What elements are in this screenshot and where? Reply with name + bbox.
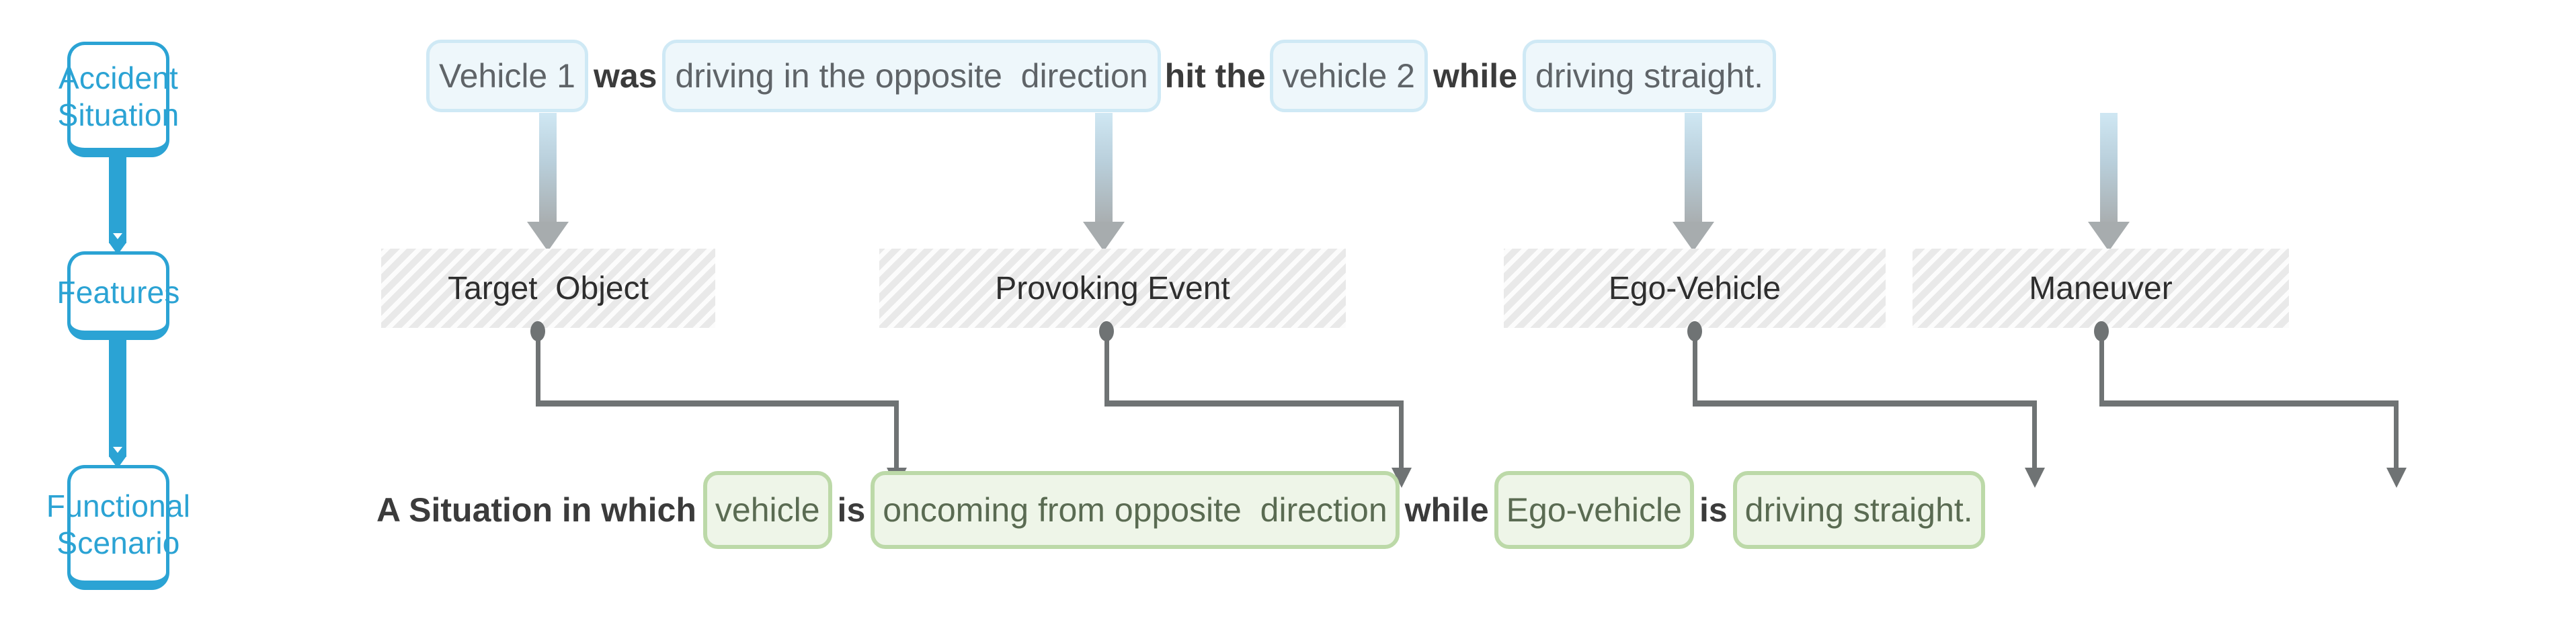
rail-connector-2 (109, 340, 126, 468)
feature-box-provoking-event[interactable]: Provoking Event (879, 249, 1346, 328)
rail-label-accident-situation: Accident Situation (57, 60, 179, 132)
rail-box-functional-scenario: Functional Scenario (46, 465, 190, 590)
accident-token-provoking-event[interactable]: driving in the opposite direction (662, 40, 1161, 112)
rail-connector-1 (109, 157, 126, 255)
connector-arrowhead (2386, 468, 2407, 488)
arrow-provoking-event (1082, 113, 1125, 251)
functional-token-a-situation-in-which: A Situation in which (376, 491, 696, 529)
arrow-head (1673, 222, 1714, 251)
accident-token-target-object[interactable]: Vehicle 1 (426, 40, 588, 112)
feature-box-ego-vehicle[interactable]: Ego-Vehicle (1504, 249, 1886, 328)
arrow-shaft (1685, 113, 1702, 223)
arrow-ego-vehicle (1672, 113, 1715, 251)
arrow-target-object (526, 113, 569, 251)
accident-token-maneuver[interactable]: driving straight. (1523, 40, 1777, 112)
connector-segment-vertical-top (1104, 331, 1109, 403)
arrow-head (2088, 222, 2130, 251)
functional-token-oncoming-from-opposite-direction[interactable]: oncoming from opposite direction (871, 471, 1400, 549)
connector-segment-vertical-bottom (894, 400, 899, 470)
functional-token-ego-vehicle[interactable]: Ego-vehicle (1494, 471, 1694, 549)
functional-token-while: while (1404, 491, 1489, 529)
functional-token-driving-straight[interactable]: driving straight. (1732, 471, 1985, 549)
rail-connector-1-notch (113, 233, 122, 239)
arrow-shaft (539, 113, 557, 223)
feature-label: Maneuver (2029, 270, 2173, 306)
feature-label: Ego-Vehicle (1608, 270, 1781, 306)
feature-label: Provoking Event (995, 270, 1230, 306)
accident-situation-sentence: Vehicle 1 was driving in the opposite di… (426, 39, 1777, 113)
accident-token-while: while (1433, 57, 1518, 95)
connector-segment-horizontal (536, 400, 899, 407)
connector-segment-vertical-bottom (2394, 400, 2399, 470)
rail-label-features: Features (56, 275, 180, 310)
connector-segment-horizontal (2099, 400, 2399, 407)
accident-token-was: was (593, 57, 657, 95)
accident-token-hit-the: hit the (1164, 57, 1266, 95)
rail-box-features: Features (56, 251, 179, 340)
functional-scenario-sentence: A Situation in which vehicle is oncoming… (376, 470, 1985, 550)
feature-box-maneuver[interactable]: Maneuver (1913, 249, 2289, 328)
connector-segment-vertical-top (536, 331, 540, 403)
functional-token-vehicle[interactable]: vehicle (702, 471, 832, 549)
rail-box-accident-situation: Accident Situation (58, 42, 179, 157)
connector-segment-horizontal (1104, 400, 1404, 407)
feature-box-target-object[interactable]: Target Object (381, 249, 715, 328)
functional-token-is-2: is (1699, 491, 1728, 529)
arrow-shaft (1095, 113, 1113, 223)
connector-segment-vertical-top (1693, 331, 1697, 403)
arrow-maneuver (2087, 113, 2130, 251)
accident-token-ego-vehicle[interactable]: vehicle 2 (1269, 40, 1428, 112)
arrow-head (1083, 222, 1125, 251)
rail-connector-2-notch (113, 447, 122, 453)
connector-arrowhead (2025, 468, 2045, 488)
functional-token-is-1: is (837, 491, 866, 529)
connector-segment-vertical-bottom (1399, 400, 1404, 470)
rail-label-functional-scenario: Functional Scenario (46, 488, 191, 560)
connector-segment-horizontal (1693, 400, 2037, 407)
feature-label: Target Object (448, 270, 649, 306)
arrow-head (527, 222, 569, 251)
connector-segment-vertical-top (2099, 331, 2104, 403)
arrow-shaft (2100, 113, 2118, 223)
connector-segment-vertical-bottom (2032, 400, 2037, 470)
